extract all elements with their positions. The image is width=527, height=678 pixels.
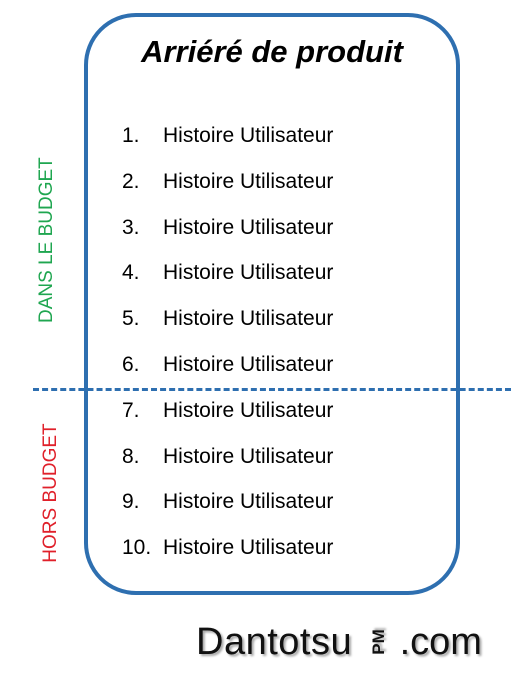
story-label: Histoire Utilisateur [163,490,334,514]
story-label: Histoire Utilisateur [163,215,334,239]
story-number: 10. [122,536,152,560]
story-number: 9. [122,490,140,514]
story-number: 3. [122,215,140,239]
brand-name: Dantotsu [196,620,353,663]
out-budget-label: HORS BUDGET [40,423,61,563]
story-label: Histoire Utilisateur [163,307,334,331]
story-label: Histoire Utilisateur [163,536,334,560]
backlog-title: Arriéré de produit [141,34,403,69]
brand-domain: .com [399,620,482,663]
story-label: Histoire Utilisateur [163,444,334,468]
story-label: Histoire Utilisateur [163,398,334,422]
story-number: 1. [122,124,140,147]
story-label: Histoire Utilisateur [163,124,334,147]
story-number: 4. [122,261,140,285]
brand-pm: PM [368,629,388,655]
in-budget-label: DANS LE BUDGET [36,157,57,323]
backlog-frame [84,13,460,595]
story-number: 7. [122,398,140,422]
story-number: 5. [122,307,140,331]
brand-logo: Dantotsu PM .com [196,616,482,668]
story-label: Histoire Utilisateur [163,352,334,376]
story-number: 2. [122,169,140,193]
budget-cutoff-line [33,388,511,391]
story-number: 8. [122,444,140,468]
story-number: 6. [122,352,140,376]
story-label: Histoire Utilisateur [163,261,334,285]
story-label: Histoire Utilisateur [163,169,334,193]
